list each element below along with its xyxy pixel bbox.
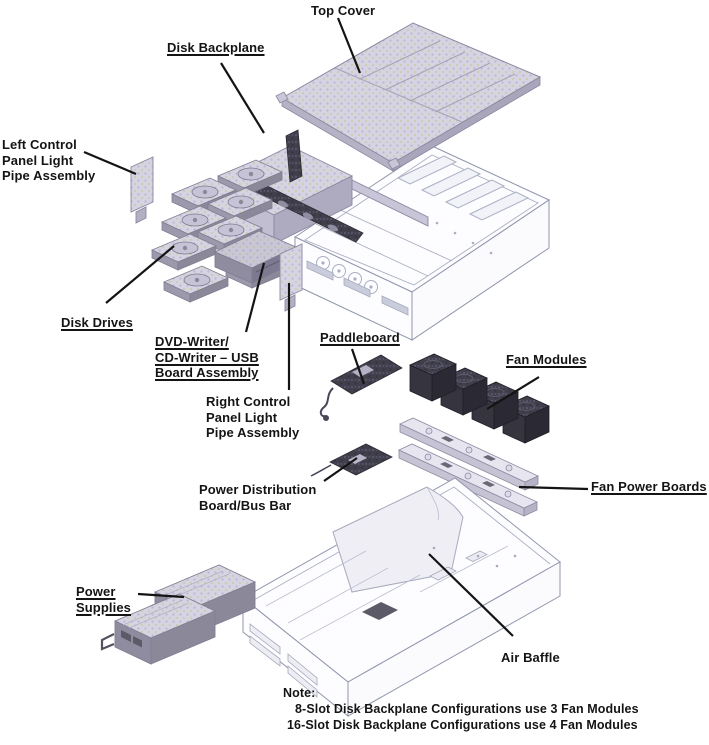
leader-disk-drives [105,245,175,304]
label-fan-power-boards: Fan Power Boards [591,479,707,494]
leader-fan-modules [486,376,540,410]
label-power-distribution: Power Distribution Board/Bus Bar [199,482,317,513]
fan-modules-art [409,353,550,444]
disk-drive [217,159,283,197]
leader-dvd-writer [244,262,266,333]
leader-air-baffle [428,553,514,637]
note-line-8-slot: 8-Slot Disk Backplane Configurations use… [295,702,639,716]
top-cover-art [275,22,542,172]
label-disk-backplane: Disk Backplane [167,40,265,55]
label-paddleboard: Paddleboard [320,330,400,345]
label-top-cover: Top Cover [311,3,376,18]
label-left-control-panel: Left Control Panel Light Pipe Assembly [2,137,96,184]
fan-module [409,353,457,402]
power-supply [100,593,217,665]
leader-disk-backplane [220,62,265,134]
disk-drive [151,233,217,271]
label-dvd-writer: DVD-Writer/ CD-Writer – USB Board Assemb… [155,334,259,381]
label-disk-drives: Disk Drives [61,315,133,330]
label-fan-modules: Fan Modules [506,352,587,367]
disk-drive [163,265,229,303]
label-right-control-panel: Right Control Panel Light Pipe Assembly [206,394,300,441]
power-supplies-art [100,564,257,665]
leader-power-distribution [323,457,358,482]
leader-power-supplies [137,592,185,599]
lower-chassis-art [242,477,561,718]
label-power-supplies: Power Supplies [76,584,131,615]
disk-drive [207,187,273,225]
dvd-writer-art [213,230,298,284]
note-line-16-slot: 16-Slot Disk Backplane Configurations us… [287,718,638,732]
paddleboard-art [319,354,403,421]
power-distribution-board-art [310,443,393,477]
leader-fan-power-boards [518,485,589,491]
leader-paddleboard [350,348,366,385]
label-air-baffle: Air Baffle [501,650,560,665]
leader-top-cover [336,17,362,74]
air-baffle-art [332,486,464,593]
note-heading: Note: [283,686,316,700]
right-control-panel-art [279,243,303,312]
upper-chassis-art [293,145,551,341]
left-control-panel-art [130,156,154,224]
leader-left-control-panel [83,150,137,176]
